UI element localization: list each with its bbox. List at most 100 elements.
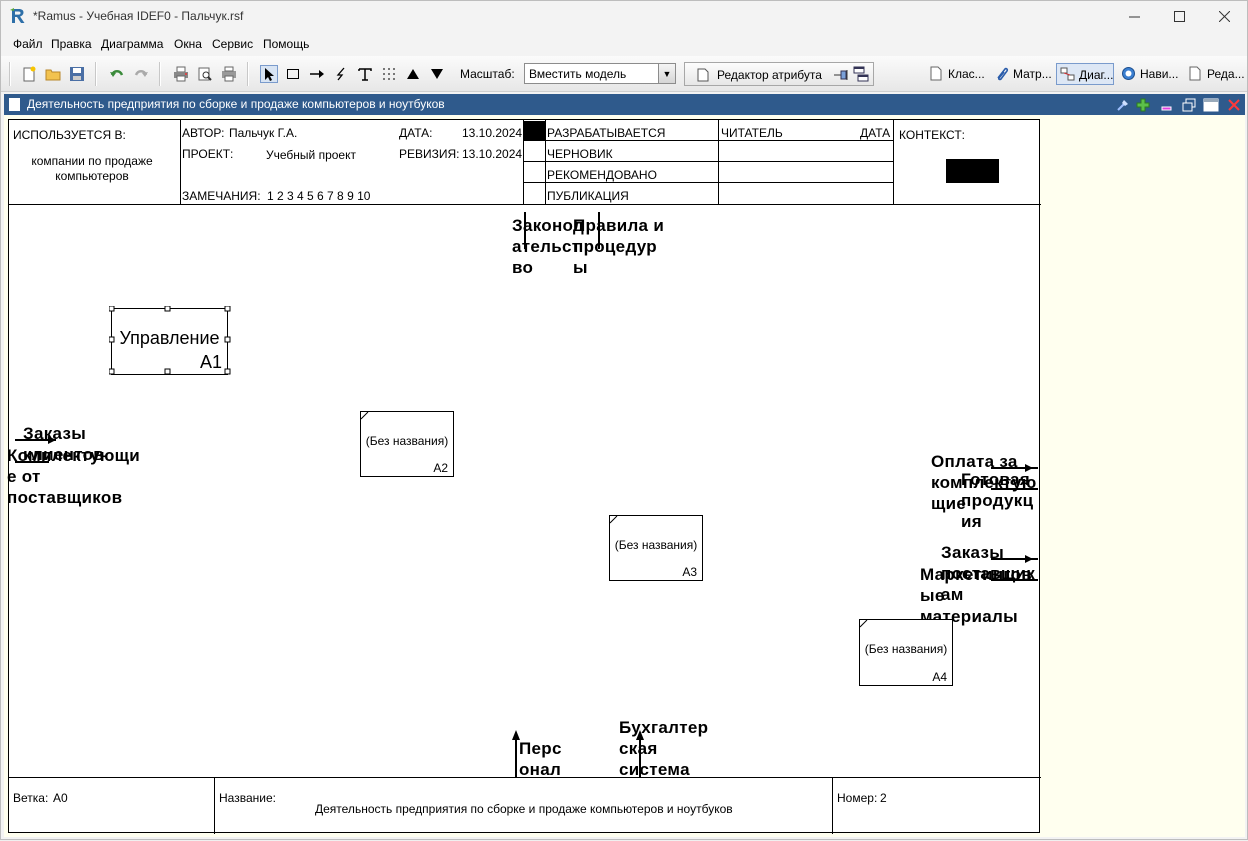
box-number: A2 <box>433 461 448 475</box>
function-box-a3[interactable]: (Без названия) A3 <box>609 515 703 581</box>
text-tool-button[interactable] <box>356 65 374 83</box>
open-file-button[interactable] <box>44 65 62 83</box>
attribute-editor-button[interactable]: Редактор атрибута <box>684 62 874 86</box>
arrow-tool-button[interactable] <box>308 65 326 83</box>
print-icon <box>174 66 188 82</box>
tab-classificators[interactable]: Клас... <box>926 63 988 85</box>
function-box-a1[interactable]: Управление A1 <box>109 306 231 375</box>
tab-matrix-label: Матр... <box>1013 67 1052 81</box>
tab-matrix[interactable]: Матр... <box>991 63 1053 85</box>
tab-classificators-label: Клас... <box>948 67 985 81</box>
mdi-minimize-button[interactable] <box>1158 96 1176 113</box>
toolbar-separator <box>95 62 100 86</box>
mdi-close-button[interactable] <box>1225 96 1243 113</box>
label-law[interactable]: Законод ательст во <box>512 216 585 277</box>
maximize-button[interactable] <box>1156 1 1202 32</box>
used-in-value: компании по продаже компьютеров <box>31 154 153 183</box>
box-number: A4 <box>932 670 947 684</box>
box-number: A1 <box>199 352 222 372</box>
chevron-down-icon[interactable]: ▼ <box>658 64 675 83</box>
level-up-button[interactable] <box>404 65 422 83</box>
mdi-maximize-button[interactable] <box>1202 96 1220 113</box>
windows-icon <box>853 66 869 82</box>
tab-navigator[interactable]: Нави... <box>1118 63 1180 85</box>
rectangle-icon <box>287 69 299 79</box>
tab-editor[interactable]: Реда... <box>1185 63 1247 85</box>
arrowhead <box>1025 555 1033 563</box>
function-box-a4[interactable]: (Без названия) A4 <box>859 619 953 686</box>
diagram-icon <box>1060 67 1075 81</box>
add-button[interactable] <box>1134 96 1152 113</box>
paperclip-icon <box>997 67 1009 81</box>
window-title: *Ramus - Учебная IDEF0 - Пальчук.rsf <box>33 9 244 23</box>
level-down-button[interactable] <box>428 65 446 83</box>
box-name: (Без названия) <box>614 538 698 552</box>
branch-value: A0 <box>53 791 68 805</box>
toolbar-grip <box>9 62 14 86</box>
footer-divider <box>832 777 833 834</box>
grid-tool-button[interactable] <box>380 65 398 83</box>
function-box-a2[interactable]: (Без названия) A2 <box>360 411 454 477</box>
tab-diagrams-label: Диаг... <box>1079 68 1114 82</box>
date-value: 13.10.2024 <box>462 126 523 140</box>
label-marketing[interactable]: Маркетинговые материалы <box>920 565 1032 626</box>
pin-button[interactable] <box>1114 96 1132 113</box>
page-icon <box>1189 66 1201 81</box>
label-staff[interactable]: Перс онал <box>519 739 562 779</box>
page-setup-button[interactable] <box>220 65 238 83</box>
plus-icon <box>1136 98 1150 111</box>
menu-edit[interactable]: Правка <box>51 37 92 51</box>
label-components[interactable]: Комплектующи е от поставщиков <box>7 446 141 507</box>
mdi-restore-button[interactable] <box>1180 96 1198 113</box>
footer-top-border <box>9 777 1041 778</box>
close-icon <box>1228 98 1240 111</box>
save-button[interactable] <box>68 65 86 83</box>
status-publication: ПУБЛИКАЦИЯ <box>547 189 629 203</box>
minimize-button[interactable] <box>1111 1 1157 32</box>
header-divider <box>523 120 524 204</box>
label-orders-suppliers[interactable]: Заказы поставщик ам <box>941 543 1036 604</box>
triangle-down-icon <box>431 69 443 79</box>
minimize-icon <box>1128 16 1140 18</box>
redo-button[interactable] <box>132 65 150 83</box>
undo-button[interactable] <box>108 65 126 83</box>
branch-label: Ветка: <box>13 791 49 805</box>
squiggle-tool-button[interactable] <box>332 65 350 83</box>
diagram-window-titlebar: Деятельность предприятия по сборке и про… <box>4 94 1245 115</box>
tab-diagrams[interactable]: Диаг... <box>1056 63 1114 85</box>
close-button[interactable] <box>1201 1 1247 32</box>
menu-diagram[interactable]: Диаграмма <box>101 37 164 51</box>
menu-windows[interactable]: Окна <box>174 37 202 51</box>
print-preview-button[interactable] <box>196 65 214 83</box>
select-tool-button[interactable] <box>260 65 278 83</box>
menu-service[interactable]: Сервис <box>212 37 254 51</box>
reader-date-label: ДАТА <box>860 126 891 140</box>
print-button[interactable] <box>172 65 190 83</box>
box-tool-button[interactable] <box>284 65 302 83</box>
new-file-button[interactable] <box>20 65 38 83</box>
box-name: (Без названия) <box>864 642 948 656</box>
number-value: 2 <box>880 791 887 805</box>
box-number: A3 <box>682 565 697 579</box>
label-rules[interactable]: Правила и процедур ы <box>573 216 665 277</box>
box-corner-mark <box>610 516 618 524</box>
tab-editor-label: Реда... <box>1207 67 1245 81</box>
ramus-logo-icon <box>10 8 25 23</box>
box-name: (Без названия) <box>365 434 449 448</box>
scale-label: Масштаб: <box>460 67 515 81</box>
label-orders-clients[interactable]: Заказы клиентов <box>23 424 105 464</box>
label-accounting[interactable]: Бухгалтер ская система <box>619 718 709 779</box>
undo-icon <box>110 70 124 77</box>
label-payment[interactable]: Оплата за комплектую щие <box>931 452 1037 513</box>
status-draft: ЧЕРНОВИК <box>547 147 613 161</box>
text-icon <box>358 68 372 81</box>
selection-handles <box>109 306 231 375</box>
menu-file[interactable]: Файл <box>13 37 43 51</box>
scale-select[interactable]: Вместить модель ▼ <box>524 63 676 84</box>
redo-icon <box>134 70 148 77</box>
label-finished[interactable]: Готовая продукц ия <box>961 470 1034 531</box>
grid-icon <box>383 68 395 80</box>
menu-help[interactable]: Помощь <box>263 37 310 51</box>
footer-divider <box>214 777 215 834</box>
context-thumbnail[interactable] <box>946 159 999 183</box>
